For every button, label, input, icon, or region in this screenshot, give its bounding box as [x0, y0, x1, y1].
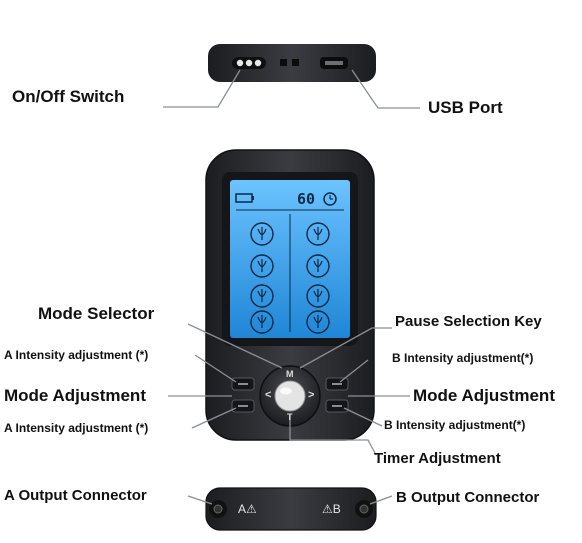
label-mode-selector: Mode Selector	[38, 304, 155, 323]
usb-port[interactable]	[320, 57, 348, 69]
label-on-off-switch: On/Off Switch	[12, 87, 125, 106]
label-mode-adjustment-left: Mode Adjustment	[4, 386, 146, 405]
label-a-intensity-bottom: A Intensity adjustment (*)	[4, 421, 149, 435]
lcd-icon-circle	[306, 254, 330, 278]
output-connector-a-jack[interactable]	[209, 500, 227, 518]
lcd-icon-circle	[306, 222, 330, 246]
label-mode-adjustment-right: Mode Adjustment	[413, 386, 555, 405]
dpad[interactable]	[259, 365, 321, 427]
connector-b-marking: ⚠B	[322, 502, 341, 516]
label-b-intensity-bottom: B Intensity adjustment(*)	[384, 418, 526, 432]
button-a-mode[interactable]	[231, 399, 255, 413]
dpad-down-label: T	[287, 412, 293, 422]
lcd-body-figure-icon	[313, 227, 323, 240]
lcd-timer-readout: 60	[297, 190, 316, 208]
label-a-intensity-top: A Intensity adjustment (*)	[4, 348, 149, 362]
dpad-left-label: <	[265, 389, 272, 401]
label-timer-adjustment: Timer Adjustment	[374, 450, 501, 467]
label-a-output-connector: A Output Connector	[4, 487, 147, 504]
lcd-body-figure-icon	[257, 227, 267, 240]
lcd-screen	[230, 180, 350, 338]
label-usb-port: USB Port	[428, 98, 503, 117]
lcd-icon-circle	[250, 284, 274, 308]
lcd-icon-circle	[250, 222, 274, 246]
lcd-body-figure-icon	[313, 315, 323, 328]
output-connector-b-jack[interactable]	[355, 500, 373, 518]
label-b-output-connector: B Output Connector	[396, 489, 540, 506]
button-a-intensity[interactable]	[231, 377, 255, 391]
connector-a-marking: A⚠	[238, 502, 257, 516]
device-top-edge	[208, 44, 376, 82]
device-front	[205, 149, 375, 441]
lcd-icon-circle	[306, 284, 330, 308]
button-b-mode[interactable]	[325, 399, 349, 413]
label-b-intensity-top: B Intensity adjustment(*)	[392, 351, 534, 365]
leader-lines	[163, 69, 420, 505]
lcd-icon-circle	[306, 310, 330, 334]
lcd-body-figure-icon	[313, 289, 323, 302]
lcd-body-part-icons	[250, 222, 330, 334]
on-off-switch[interactable]	[232, 57, 266, 69]
dpad-up-label: M	[286, 369, 294, 379]
label-pause-selection-key: Pause Selection Key	[395, 313, 542, 330]
lcd-body-figure-icon	[257, 315, 267, 328]
lcd-body-figure-icon	[257, 289, 267, 302]
lcd-body-figure-icon	[313, 259, 323, 272]
button-b-intensity[interactable]	[325, 377, 349, 391]
lcd-icon-circle	[250, 254, 274, 278]
device-bottom-edge	[205, 487, 377, 531]
dpad-right-label: >	[308, 389, 315, 401]
lcd-icon-circle	[250, 310, 274, 334]
lcd-body-figure-icon	[257, 259, 267, 272]
